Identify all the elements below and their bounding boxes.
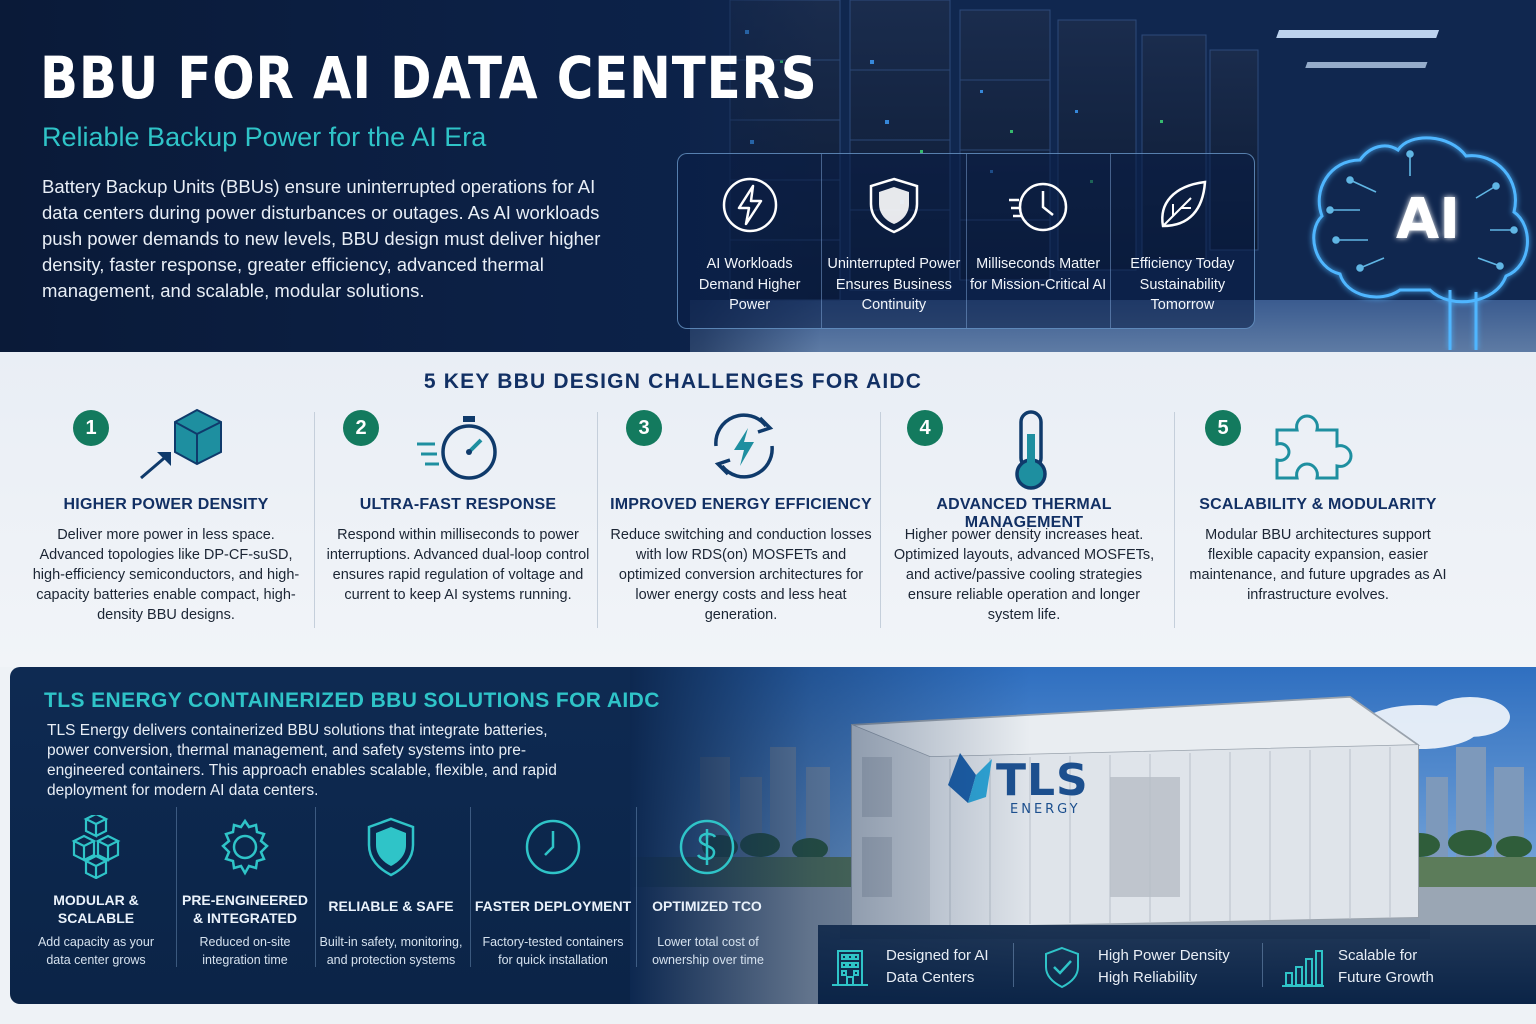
solution-feature-desc: Add capacity as your data center grows [37,935,155,967]
shield-check-icon [1045,946,1079,989]
divider [315,807,316,967]
container-logo: TLS ENERGY [996,755,1089,817]
solution-feature-desc: Built-in safety, monitoring, and protect… [319,935,463,967]
divider [1262,943,1263,987]
solution-feature-desc: Factory-tested containers for quick inst… [482,935,624,967]
dollar-icon [679,819,735,875]
challenge-title: IMPROVED ENERGY EFFICIENCY [610,496,872,513]
divider [1013,943,1014,987]
cube-arrow-icon [140,408,222,480]
hero-feature-label: Efficiency Today Sustainability Tomorrow [1130,256,1235,313]
solutions-section: TLS ENERGY TLS ENERGY CONTAINERIZED BBU … [10,667,1536,1004]
solution-feature-desc: Reduced on-site integration time [199,935,291,967]
solution-feature-title: RELIABLE & SAFE [328,898,454,914]
challenge-body: Deliver more power in less space. Advanc… [32,527,300,623]
challenge-card: 5 SCALABILITY & MODULARITY Modular BBU a… [1177,408,1459,630]
clock-icon [1009,182,1068,232]
highlight-text: Designed for AI Data Centers [886,945,989,989]
challenge-body: Reduce switching and conduction losses w… [610,527,872,623]
solution-feature: FASTER DEPLOYMENT Factory-tested contain… [470,807,636,977]
shield-icon [869,177,919,234]
highlight-line: Future Growth [1338,969,1434,986]
hero-feature-power: AI Workloads Demand Higher Power [678,154,821,328]
hero-feature-label: Milliseconds Matter for Mission-Critical… [970,256,1107,293]
challenge-card: 3 IMPROVED ENERGY EFFICIENCY Reduce swit… [600,408,882,630]
solutions-title: TLS ENERGY CONTAINERIZED BBU SOLUTIONS F… [44,689,660,712]
highlight-line: High Power Density [1098,947,1230,964]
highlights-strip [818,925,1536,1004]
challenge-number: 1 [73,410,109,446]
solution-feature: OPTIMIZED TCO Lower total cost of owners… [636,807,778,977]
leaf-icon [1161,180,1207,228]
highlight-line: High Reliability [1098,969,1198,986]
ai-brain-icon: AI [1312,136,1529,350]
divider [597,412,598,628]
challenge-number: 2 [343,410,379,446]
hero-feature-panel: AI Workloads Demand Higher Power Uninter… [677,153,1255,329]
highlight-line: Scalable for [1338,947,1418,964]
lightning-icon [722,177,777,233]
bar-chart-icon [1282,950,1324,987]
hero-description: Battery Backup Units (BBUs) ensure unint… [42,176,601,301]
divider [176,807,177,967]
stacked-cubes-icon [71,815,121,879]
divider [880,412,881,628]
challenges-section [0,352,1536,667]
hero-feature-label: Uninterrupted Power Ensures Business Con… [827,256,961,313]
hero-feature-continuity: Uninterrupted Power Ensures Business Con… [821,154,965,328]
puzzle-icon [1275,414,1353,480]
solution-feature-title: PRE-ENGINEERED & INTEGRATED [181,892,309,926]
highlight-item: Scalable for Future Growth [1280,941,1434,993]
highlight-line: Data Centers [886,969,975,986]
page-title: BBU FOR AI DATA CENTERS [40,44,818,112]
challenge-body: Modular BBU architectures support flexib… [1189,527,1447,603]
energy-cycle-icon [714,413,774,479]
clock-icon [525,819,581,875]
solution-feature: PRE-ENGINEERED & INTEGRATED Reduced on-s… [176,807,314,977]
challenge-title: HIGHER POWER DENSITY [63,496,269,513]
divider [314,412,315,628]
highlight-text: Scalable for Future Growth [1338,945,1434,989]
hero-banner: BBU FOR AI DATA CENTERS Reliable Backup … [0,0,1536,352]
solution-feature-title: OPTIMIZED TCO [652,898,762,914]
challenge-number: 3 [626,410,662,446]
highlight-item: High Power Density High Reliability [1040,941,1230,993]
shield-icon [367,817,415,877]
highlight-line: Designed for AI [886,947,989,964]
solution-feature: RELIABLE & SAFE Built-in safety, monitor… [315,807,467,977]
solution-feature-title: FASTER DEPLOYMENT [474,898,632,914]
stopwatch-icon [417,416,497,480]
highlight-item: Designed for AI Data Centers [828,941,989,993]
divider [470,807,471,967]
challenge-card: 2 ULTRA-FAST RESPONSE Respond within mil… [317,408,599,630]
solution-feature-desc: Lower total cost of ownership over time [652,935,764,967]
challenge-card: 1 HIGHER POWER DENSITY Deliver more powe… [25,408,307,630]
hero-feature-milliseconds: Milliseconds Matter for Mission-Critical… [965,154,1110,328]
container-brand: TLS [996,755,1089,806]
solution-feature-title: MODULAR & SCALABLE [53,892,139,926]
page-subtitle: Reliable Backup Power for the AI Era [42,122,487,152]
challenges-heading: 5 KEY BBU DESIGN CHALLENGES FOR AIDC [423,370,923,393]
challenge-body: Respond within milliseconds to power int… [326,527,590,603]
divider [636,807,637,967]
hero-feature-label: AI Workloads Demand Higher Power [698,256,801,313]
solution-feature: MODULAR & SCALABLE Add capacity as your … [26,807,166,977]
challenge-number: 5 [1205,410,1241,446]
solutions-description: TLS Energy delivers containerized BBU so… [47,722,557,799]
brain-label: AI [1396,187,1460,252]
thermometer-icon [1015,410,1047,490]
building-icon [832,950,868,986]
challenge-title: ULTRA-FAST RESPONSE [359,496,557,513]
challenge-title: ADVANCED THERMAL MANAGEMENT [936,496,1112,531]
highlight-text: High Power Density High Reliability [1098,945,1230,989]
challenge-title: SCALABILITY & MODULARITY [1199,496,1437,513]
challenge-body: Higher power density increases heat. Opt… [893,527,1155,623]
divider [1174,412,1175,628]
container-brand-sub: ENERGY [1010,802,1081,817]
gear-icon [221,818,269,876]
hero-feature-efficiency: Efficiency Today Sustainability Tomorrow [1109,154,1254,328]
challenge-card: 4 ADVANCED THERMAL MANAGEMENT Higher pow… [883,408,1165,630]
challenge-number: 4 [907,410,943,446]
